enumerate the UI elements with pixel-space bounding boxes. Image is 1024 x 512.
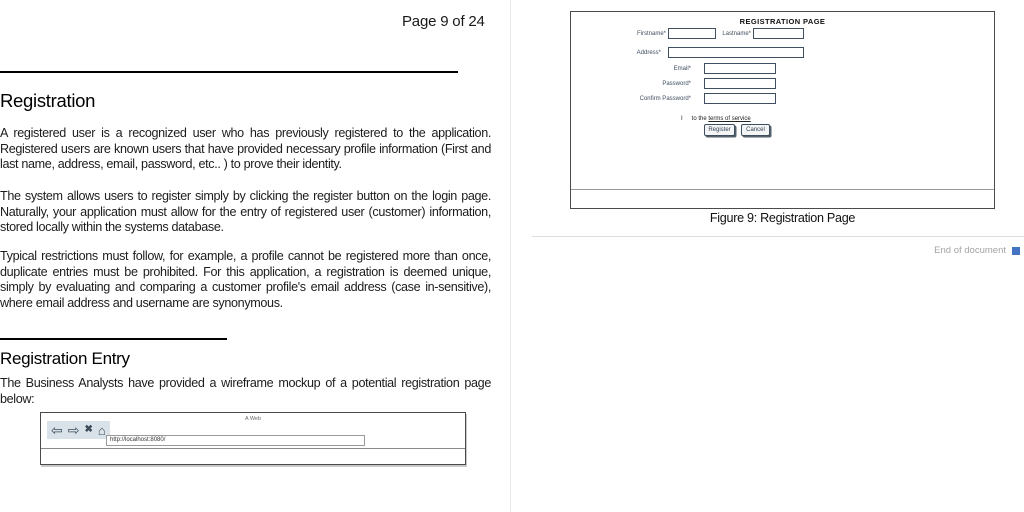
paragraph: A registered user is a recognized user w… bbox=[0, 126, 491, 172]
end-of-document-divider bbox=[532, 236, 1024, 237]
browser-nav-toolbar: ⇦ ⇨ ✖ ⌂ bbox=[47, 421, 110, 439]
end-of-document-marker: End of document bbox=[934, 245, 1020, 256]
paragraph: The system allows users to register simp… bbox=[0, 189, 491, 235]
terms-of-service-link[interactable]: terms of service bbox=[708, 116, 751, 122]
browser-window-title: A Web bbox=[244, 416, 262, 422]
cancel-button[interactable]: Cancel bbox=[741, 124, 770, 136]
paragraph: The Business Analysts have provided a wi… bbox=[0, 376, 491, 406]
tos-prefix: I bbox=[681, 116, 683, 122]
firstname-field[interactable] bbox=[668, 28, 716, 39]
register-button[interactable]: Register bbox=[704, 124, 735, 136]
browser-divider bbox=[41, 448, 465, 449]
lastname-field[interactable] bbox=[753, 28, 804, 39]
section-heading-registration: Registration bbox=[0, 90, 96, 111]
confirm-password-field[interactable] bbox=[704, 93, 776, 104]
home-icon[interactable]: ⌂ bbox=[97, 422, 106, 438]
back-arrow-icon[interactable]: ⇦ bbox=[51, 422, 63, 438]
address-label: Address* bbox=[636, 50, 661, 56]
password-label: Password* bbox=[662, 81, 691, 87]
document-right-page: REGISTRATION PAGE Firstname* Lastname* A… bbox=[511, 0, 1024, 512]
section-heading-registration-entry: Registration Entry bbox=[0, 349, 130, 368]
confirm-password-label: Confirm Password* bbox=[639, 96, 691, 102]
end-of-document-square-icon bbox=[1012, 246, 1020, 255]
paragraph: Typical restrictions must follow, for ex… bbox=[0, 249, 491, 311]
close-icon[interactable]: ✖ bbox=[84, 424, 93, 435]
forward-arrow-icon[interactable]: ⇨ bbox=[67, 422, 80, 438]
url-address-bar[interactable]: http://localhost:8080/ bbox=[106, 435, 365, 446]
email-field[interactable] bbox=[704, 63, 776, 74]
lastname-label: Lastname* bbox=[722, 31, 751, 37]
end-of-document-label: End of document bbox=[934, 245, 1006, 256]
figure-caption: Figure 9: Registration Page bbox=[709, 211, 856, 225]
document-left-page: Page 9 of 24 Registration A registered u… bbox=[0, 0, 510, 512]
figure-title: REGISTRATION PAGE bbox=[739, 17, 826, 26]
registration-page-figure: REGISTRATION PAGE Firstname* Lastname* A… bbox=[570, 11, 995, 209]
email-label: Email* bbox=[673, 66, 691, 72]
tos-text: to the bbox=[691, 116, 709, 122]
page-indicator: Page 9 of 24 bbox=[402, 13, 485, 30]
figure-footer-line bbox=[571, 189, 994, 190]
horizontal-rule bbox=[0, 71, 458, 73]
horizontal-rule bbox=[0, 338, 227, 340]
page-divider bbox=[510, 0, 511, 512]
firstname-label: Firstname* bbox=[636, 31, 666, 37]
password-field[interactable] bbox=[704, 78, 776, 89]
address-field[interactable] bbox=[668, 47, 804, 58]
browser-wireframe-mockup: A Web ⇦ ⇨ ✖ ⌂ http://localhost:8080/ bbox=[40, 412, 466, 465]
